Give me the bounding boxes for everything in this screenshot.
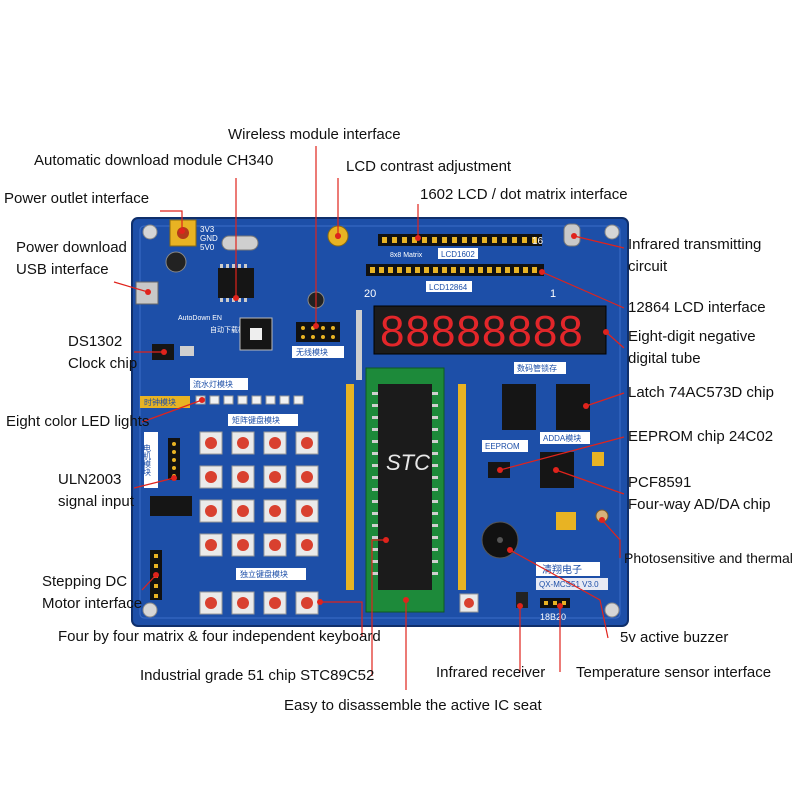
silk-matrix-keys: 矩阵键盘模块 xyxy=(232,415,280,425)
label-segment-2: digital tube xyxy=(628,350,701,367)
leader-ir-transmit xyxy=(573,235,625,249)
label-segment-1: Eight-digit negative xyxy=(628,328,756,345)
silk-8x8: 8x8 Matrix xyxy=(390,252,423,259)
silk-flow-led: 流水灯模块 xyxy=(193,379,233,389)
leader-eeprom xyxy=(499,436,625,471)
leader-segment xyxy=(605,331,625,349)
leader-pcf8591 xyxy=(555,469,625,495)
silk-independent-keys: 独立键盘模块 xyxy=(240,569,288,579)
label-led: Eight color LED lights xyxy=(6,413,150,430)
label-pcf8591-2: Four-way AD/DA chip xyxy=(628,496,771,513)
silk-3v3: 3V3 xyxy=(200,225,215,234)
leader-photo xyxy=(601,519,621,558)
leader-stepper xyxy=(141,574,157,591)
lcd1602-pins xyxy=(382,237,537,243)
label-ds1302-2: Clock chip xyxy=(68,355,138,372)
label-pcf8591-1: PCF8591 xyxy=(628,474,692,491)
clock-crystal xyxy=(180,346,194,356)
leader-chip xyxy=(371,539,386,676)
leader-lcd12864 xyxy=(541,271,625,309)
pin-header-right xyxy=(458,384,466,590)
label-eeprom: EEPROM chip 24C02 xyxy=(628,428,774,445)
silk-autodown: AutoDown EN xyxy=(178,315,222,322)
silk-adda: ADDA模块 xyxy=(543,433,581,443)
wireless-header xyxy=(296,322,340,342)
segment-digits: 88888888 xyxy=(380,307,584,356)
zif-lever xyxy=(356,310,362,380)
silk-auto-download: 自动下载模块 xyxy=(210,325,252,334)
label-ir-transmit-2: circuit xyxy=(628,258,668,275)
pin-header-left xyxy=(346,384,354,590)
leader-keyboard xyxy=(320,601,363,637)
segment-display xyxy=(373,305,607,355)
label-power-usb-1: Power download xyxy=(16,239,127,256)
label-uln2003-1: ULN2003 xyxy=(58,471,122,488)
label-auto-download: Automatic download module CH340 xyxy=(34,152,274,169)
leader-uln2003 xyxy=(133,477,175,489)
independent-keyboard xyxy=(199,591,319,615)
silk-eeprom: EEPROM xyxy=(485,442,520,451)
leader-power-usb xyxy=(113,281,149,293)
label-power-usb-2: USB interface xyxy=(16,261,109,278)
label-stepper-1: Stepping DC xyxy=(42,573,128,590)
label-lcd1602: 1602 LCD / dot matrix interface xyxy=(420,186,628,203)
thermistor xyxy=(556,512,576,530)
silk-pin1: 1 xyxy=(550,288,556,300)
silk-lcd12864: LCD12864 xyxy=(429,283,468,292)
silk-ds18b20: 18B20 xyxy=(540,612,566,622)
label-lcd-contrast: LCD contrast adjustment xyxy=(346,158,512,175)
label-lcd12864: 12864 LCD interface xyxy=(628,299,766,316)
power-capacitor xyxy=(165,251,187,273)
mounting-screws xyxy=(142,224,620,618)
silk-clock: 时钟模块 xyxy=(144,397,176,407)
label-stepper-2: Motor interface xyxy=(42,595,143,612)
silk-brand: 清翔电子 xyxy=(542,563,582,576)
silk-5v0: 5V0 xyxy=(200,243,215,252)
leader-lines xyxy=(113,146,625,690)
label-power-outlet: Power outlet interface xyxy=(4,190,150,207)
silk-model: QX-MCS51 V3.0 xyxy=(539,580,599,589)
label-latch: Latch 74AC573D chip xyxy=(628,384,774,401)
label-infrared-receiver: Infrared receiver xyxy=(436,664,546,681)
lcd12864-pins xyxy=(370,267,537,273)
silk-pin16: 16 xyxy=(532,236,544,247)
crystal xyxy=(221,235,259,251)
silk-gnd: GND xyxy=(200,234,218,243)
pcb-inner-border xyxy=(139,225,621,619)
leader-buzzer xyxy=(509,549,609,639)
label-ic-seat: Easy to disassemble the active IC seat xyxy=(284,697,542,714)
label-wireless-module: Wireless module interface xyxy=(228,126,401,143)
label-temp-sensor: Temperature sensor interface xyxy=(576,664,772,681)
matrix-keyboard xyxy=(199,431,319,557)
chip-brand: STC xyxy=(386,450,430,475)
adda-pot xyxy=(592,452,604,466)
leader-power-outlet xyxy=(160,210,183,231)
silk-pin20: 20 xyxy=(364,288,376,300)
leader-latch xyxy=(585,392,625,407)
silk-lcd1602: LCD1602 xyxy=(441,250,475,259)
label-ir-transmit-1: Infrared transmitting xyxy=(628,236,762,253)
latch-chip-1 xyxy=(502,384,536,430)
label-buzzer: 5v active buzzer xyxy=(620,629,729,646)
label-keyboard: Four by four matrix & four independent k… xyxy=(58,628,381,645)
label-uln2003-2: signal input xyxy=(58,493,134,510)
silk-motor: 电机模块 xyxy=(143,443,152,477)
silk-seg: 数码管锁存 xyxy=(517,363,557,373)
stc89c52-chip xyxy=(378,384,432,590)
label-ds1302-1: DS1302 xyxy=(68,333,123,350)
leader-dots xyxy=(145,228,609,609)
label-photosensitive: Photosensitive and thermal xyxy=(624,550,793,566)
label-chip: Industrial grade 51 chip STC89C52 xyxy=(140,667,375,684)
leader-led xyxy=(141,399,203,423)
uln2003-chip xyxy=(150,496,192,516)
silk-wireless: 无线模块 xyxy=(296,347,328,357)
